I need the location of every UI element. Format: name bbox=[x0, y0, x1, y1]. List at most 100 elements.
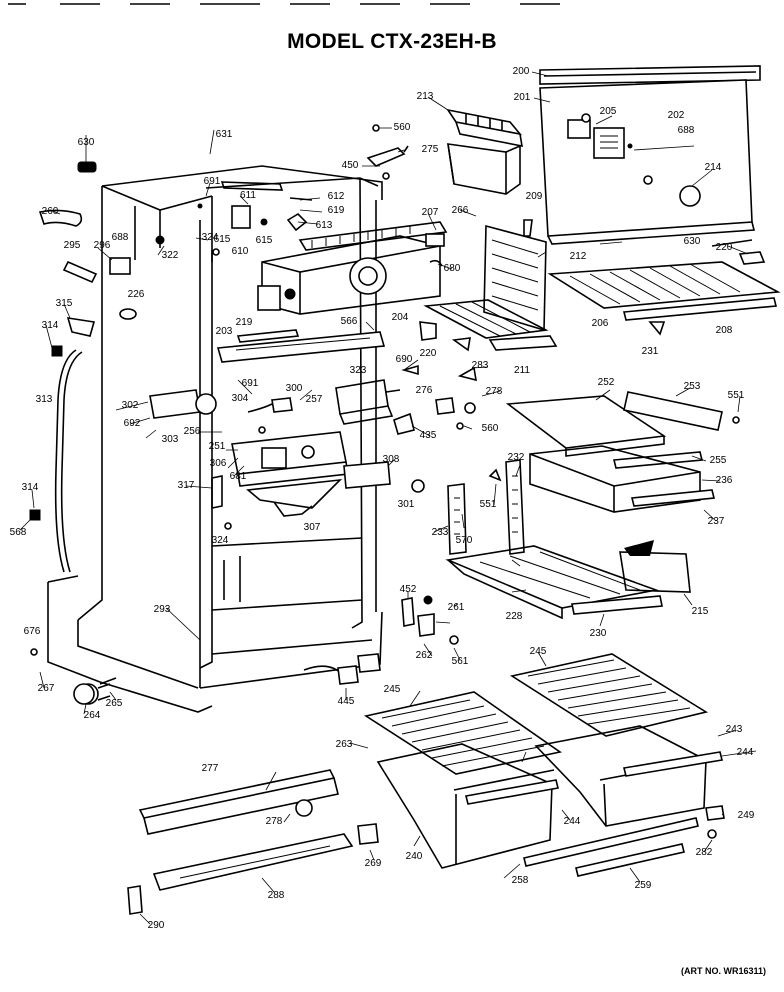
part-label: 252 bbox=[597, 377, 615, 388]
part-label: 560 bbox=[393, 122, 411, 133]
part-label: 452 bbox=[399, 584, 417, 595]
part-label: 231 bbox=[641, 346, 659, 357]
part-label: 295 bbox=[63, 240, 81, 251]
part-label: 245 bbox=[383, 684, 401, 695]
part-label: 266 bbox=[451, 205, 469, 216]
part-label: 306 bbox=[209, 458, 227, 469]
part-label: 277 bbox=[201, 763, 219, 774]
part-label: 204 bbox=[391, 312, 409, 323]
part-label: 445 bbox=[337, 696, 355, 707]
part-label: 615 bbox=[255, 235, 273, 246]
part-label: 435 bbox=[419, 430, 437, 441]
part-label: 613 bbox=[315, 220, 333, 231]
part-label: 317 bbox=[177, 480, 195, 491]
part-label: 551 bbox=[727, 390, 745, 401]
part-label: 230 bbox=[589, 628, 607, 639]
part-label: 688 bbox=[677, 125, 695, 136]
part-label: 324 bbox=[201, 232, 219, 243]
part-label: 260 bbox=[41, 206, 59, 217]
mullion-parts bbox=[335, 364, 425, 493]
part-label: 300 bbox=[285, 383, 303, 394]
part-label: 302 bbox=[121, 400, 139, 411]
part-label: 215 bbox=[691, 606, 709, 617]
left-small-parts bbox=[29, 161, 165, 656]
part-label: 570 bbox=[455, 535, 473, 546]
part-label: 630 bbox=[77, 137, 95, 148]
part-label: 278 bbox=[265, 816, 283, 827]
power-cord bbox=[303, 653, 381, 685]
part-label: 206 bbox=[591, 318, 609, 329]
diagram-title: MODEL CTX-23EH-B bbox=[287, 30, 497, 53]
part-label: 232 bbox=[507, 452, 525, 463]
part-label: 243 bbox=[725, 724, 743, 735]
part-label: 551 bbox=[479, 499, 497, 510]
part-label: 276 bbox=[415, 385, 433, 396]
part-label: 212 bbox=[569, 251, 587, 262]
part-label: 228 bbox=[505, 611, 523, 622]
part-label: 251 bbox=[208, 441, 226, 452]
part-label: 263 bbox=[335, 739, 353, 750]
part-label: 257 bbox=[305, 394, 323, 405]
part-label: 290 bbox=[147, 920, 165, 931]
bottom-rails bbox=[127, 769, 725, 915]
evaporator-fan-assembly bbox=[197, 181, 448, 315]
part-label: 203 bbox=[215, 326, 233, 337]
part-label: 233 bbox=[431, 527, 449, 538]
part-label: 308 bbox=[382, 454, 400, 465]
part-label: 200 bbox=[512, 66, 530, 77]
part-label: 612 bbox=[327, 191, 345, 202]
center-brackets bbox=[401, 595, 459, 645]
control-rail bbox=[216, 329, 386, 363]
part-label: 450 bbox=[341, 160, 359, 171]
part-label: 249 bbox=[737, 810, 755, 821]
part-label: 293 bbox=[153, 604, 171, 615]
part-label: 631 bbox=[215, 129, 233, 140]
part-label: 244 bbox=[563, 816, 581, 827]
part-label: 561 bbox=[451, 656, 469, 667]
part-label: 283 bbox=[471, 360, 489, 371]
part-label: 201 bbox=[513, 92, 531, 103]
part-label: 258 bbox=[511, 875, 529, 886]
part-label: 322 bbox=[161, 250, 179, 261]
part-label: 207 bbox=[421, 207, 439, 218]
part-label: 253 bbox=[683, 381, 701, 392]
part-label: 208 bbox=[715, 325, 733, 336]
part-label: 619 bbox=[327, 205, 345, 216]
part-label: 264 bbox=[83, 710, 101, 721]
part-label: 220 bbox=[419, 348, 437, 359]
roller-parts bbox=[73, 677, 117, 705]
freezer-door bbox=[539, 65, 761, 247]
part-label: 265 bbox=[105, 698, 123, 709]
part-label: 256 bbox=[183, 426, 201, 437]
cantilever-shelf bbox=[445, 540, 691, 620]
part-label: 261 bbox=[447, 602, 465, 613]
freezer-wire-shelves bbox=[419, 219, 781, 430]
part-label: 214 bbox=[704, 162, 722, 173]
part-label: 681 bbox=[229, 471, 247, 482]
part-label: 278 bbox=[485, 386, 503, 397]
top-hinge bbox=[366, 124, 409, 180]
part-label: 301 bbox=[397, 499, 415, 510]
part-label: 245 bbox=[529, 646, 547, 657]
part-label: 240 bbox=[405, 851, 423, 862]
part-label: 566 bbox=[340, 316, 358, 327]
art-number: (ART NO. WR16311) bbox=[680, 966, 766, 976]
leader-lines bbox=[19, 71, 757, 925]
part-label: 288 bbox=[267, 890, 285, 901]
part-label: 692 bbox=[123, 418, 141, 429]
drain-tube bbox=[54, 349, 83, 573]
part-label: 568 bbox=[9, 527, 27, 538]
part-label: 209 bbox=[525, 191, 543, 202]
part-label: 560 bbox=[481, 423, 499, 434]
part-label: 307 bbox=[303, 522, 321, 533]
part-label: 313 bbox=[35, 394, 53, 405]
meat-keeper bbox=[505, 391, 740, 513]
part-label: 323 bbox=[349, 365, 367, 376]
control-housing bbox=[149, 389, 349, 530]
part-label: 688 bbox=[111, 232, 129, 243]
part-label: 296 bbox=[93, 240, 111, 251]
part-label: 691 bbox=[241, 378, 259, 389]
part-label: 680 bbox=[443, 263, 461, 274]
part-label: 275 bbox=[421, 144, 439, 155]
part-label: 615 bbox=[213, 234, 231, 245]
